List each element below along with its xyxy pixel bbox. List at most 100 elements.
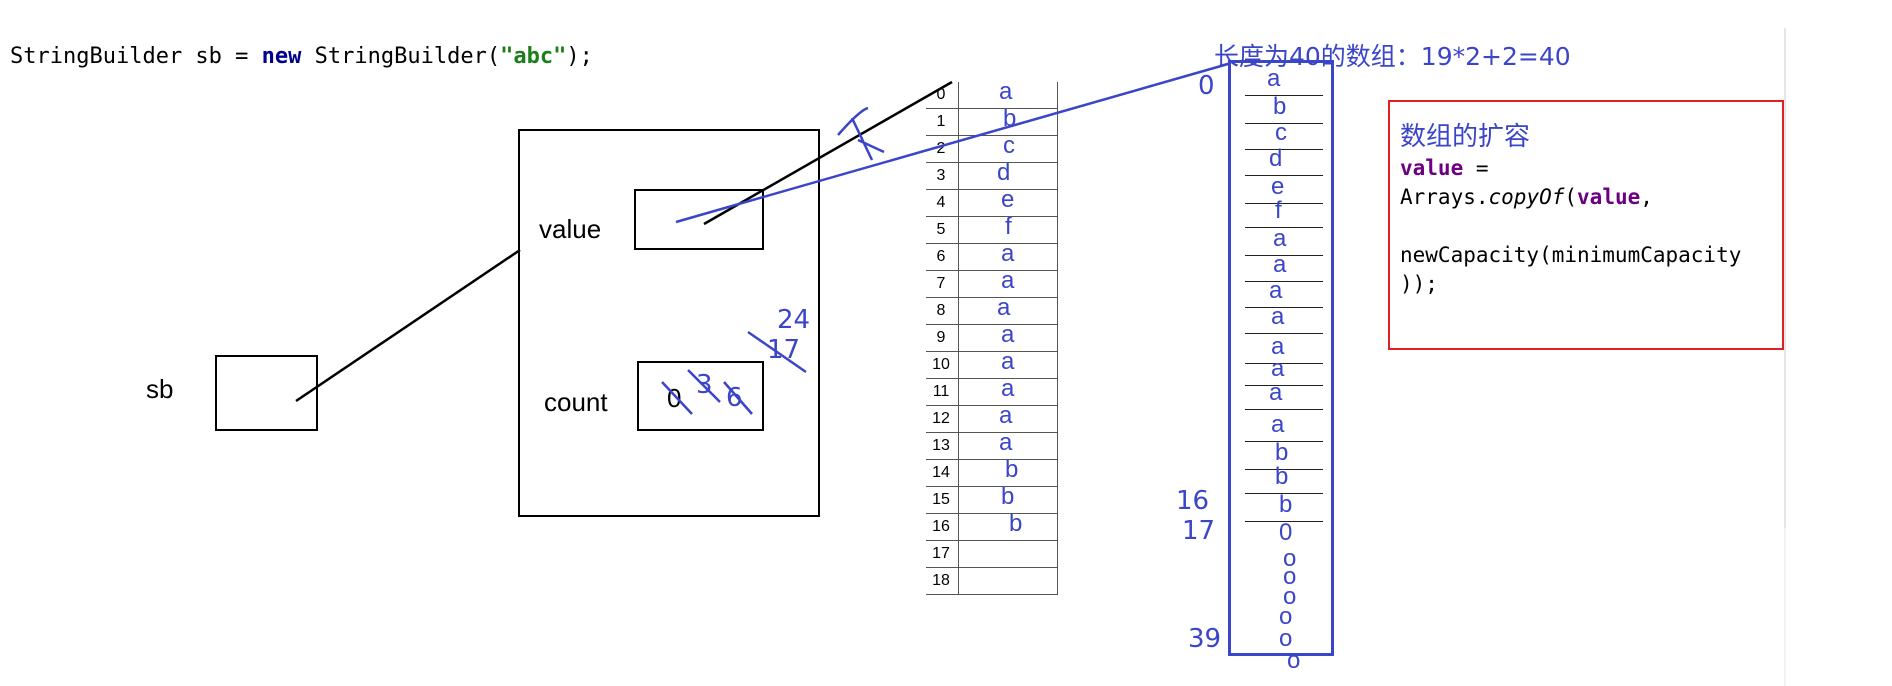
new-array-value: a: [1269, 277, 1283, 304]
old-array-index: 15: [932, 491, 950, 508]
old-array-index: 5: [936, 221, 946, 238]
old-array-cell: a: [958, 294, 1058, 324]
new-array-slot-divider: [1245, 123, 1323, 124]
old-array-index: 2: [936, 140, 946, 157]
old-array-cell: a: [958, 267, 1058, 297]
code-var: sb =: [182, 44, 262, 69]
old-array-cell: e: [958, 186, 1058, 216]
code-type: StringBuilder: [10, 44, 183, 69]
new-array-value: 0: [1279, 519, 1293, 546]
old-array-value: a: [1001, 267, 1015, 294]
old-array-cell: b: [958, 510, 1058, 540]
old-array-cell: a: [958, 78, 1058, 108]
old-array-cell: a: [958, 321, 1058, 351]
old-array-value: a: [999, 402, 1013, 429]
old-array-value: d: [997, 159, 1011, 186]
count-strike-6: [723, 381, 753, 415]
old-array-cell: f: [958, 213, 1058, 243]
old-array-index: 12: [932, 410, 950, 427]
old-array-index: 6: [936, 248, 946, 265]
old-array-row: 13 a: [926, 429, 1058, 460]
old-array-index: 8: [936, 302, 946, 319]
old-array-index: 18: [932, 572, 950, 589]
info-code-arrays: Arrays.: [1400, 185, 1489, 209]
new-array-slot-divider: [1245, 385, 1323, 386]
old-array-index: 0: [936, 86, 946, 103]
count-field-box: [637, 361, 764, 431]
new-array-value: o: [1283, 545, 1297, 572]
old-array-row: 17: [926, 541, 1058, 568]
value-to-old-array-line: [703, 80, 953, 226]
info-code-close: ));: [1400, 272, 1438, 296]
old-array-cell: [958, 568, 1058, 594]
info-code-newcapacity: newCapacity(minimumCapacity: [1400, 243, 1742, 267]
old-array-value: a: [999, 429, 1013, 456]
new-array-slot-divider: [1245, 307, 1323, 308]
new-array-slot-divider: [1245, 333, 1323, 334]
old-array-index: 13: [932, 437, 950, 454]
new-array-value: a: [1273, 251, 1287, 278]
new-array-value: a: [1271, 411, 1285, 438]
new-array-value: o: [1287, 647, 1301, 674]
count-strike-3: [687, 369, 721, 403]
old-array-row: 14 b: [926, 456, 1058, 487]
old-array-value: a: [1001, 375, 1015, 402]
old-array-cell: a: [958, 348, 1058, 378]
old-array-cell: b: [958, 456, 1058, 486]
new-array-value: a: [1271, 333, 1285, 360]
old-array-index: 3: [936, 167, 946, 184]
new-array-value: b: [1275, 439, 1289, 466]
new-array-slot-divider: [1245, 203, 1323, 204]
info-code-comma: ,: [1640, 185, 1653, 209]
array-expansion-info-box: 数组的扩容 value = Arrays.copyOf(value, newCa…: [1388, 100, 1784, 350]
value-field-label: value: [539, 214, 602, 244]
new-array-value: d: [1269, 145, 1283, 172]
info-code-line1-rest: =: [1463, 156, 1489, 180]
old-array-index: 7: [936, 275, 946, 292]
crossed-pointer-mark: [837, 106, 885, 161]
code-suffix: );: [566, 44, 593, 69]
info-code-value-arg: value: [1577, 185, 1641, 209]
value-field-box: [634, 189, 764, 250]
scrollbar-track-lower: [1784, 528, 1786, 686]
old-array-cell: d: [958, 159, 1058, 189]
scrollbar-track: [1784, 28, 1786, 528]
old-array-index: 1: [936, 113, 946, 130]
new-array-slot-divider: [1245, 255, 1323, 256]
new-array-slot-divider: [1245, 521, 1323, 522]
old-array-index: 11: [932, 383, 950, 400]
new-array-slot-divider: [1245, 363, 1323, 364]
old-array-cell: a: [958, 402, 1058, 432]
old-array-value: a: [1001, 240, 1015, 267]
old-array-cell: c: [958, 132, 1058, 162]
new-array-value: a: [1273, 225, 1287, 252]
old-array-row: 16 b: [926, 510, 1058, 541]
old-array-cell: b: [958, 483, 1058, 513]
old-array-index: 17: [932, 545, 950, 562]
info-code-paren: (: [1564, 185, 1578, 209]
new-array-slot-divider: [1245, 441, 1323, 442]
new-array-slot-divider: [1245, 175, 1323, 176]
new-array-value: f: [1275, 197, 1282, 224]
old-array-value: c: [1003, 132, 1015, 159]
new-array-value: b: [1273, 93, 1287, 120]
old-array-index: 16: [932, 518, 950, 535]
sb-label: sb: [146, 374, 174, 404]
code-string-literal: "abc": [500, 44, 567, 69]
new-array-value: a: [1267, 65, 1281, 92]
new-array-slot-divider: [1245, 227, 1323, 228]
old-array-value: b: [1009, 510, 1023, 537]
count-field-label: count: [544, 387, 608, 417]
new-array-slot-divider: [1245, 493, 1323, 494]
old-array-index: 14: [932, 464, 950, 481]
new-array-value: o: [1283, 563, 1297, 590]
old-array-row: 15 b: [926, 483, 1058, 514]
sb-reference-box: [215, 355, 318, 431]
